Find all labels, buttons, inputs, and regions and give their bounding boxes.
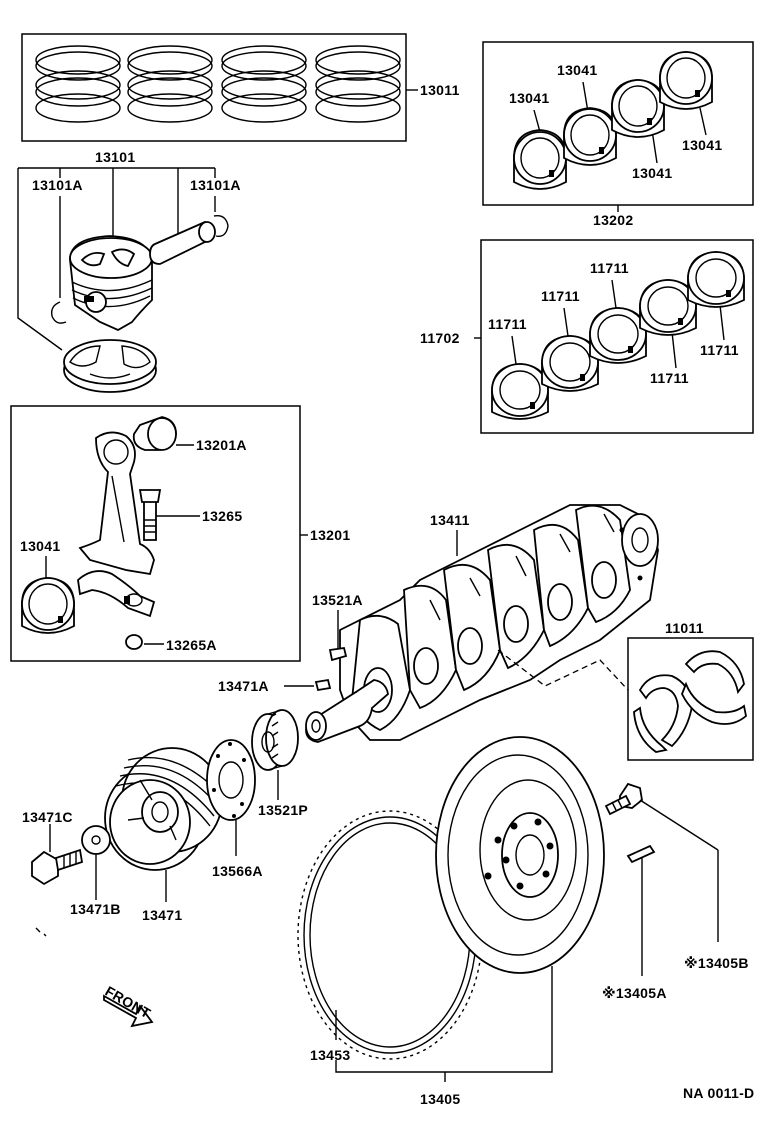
- piston-ring-stack-1: [35, 45, 121, 123]
- label-flywheel-bolt: ※13405B: [684, 955, 749, 971]
- flywheel-bolt: [604, 782, 643, 816]
- label-conn-rod-assy: 13201: [310, 527, 350, 543]
- crankshaft: [305, 504, 659, 743]
- piston-group: 13101 13101A 13101A: [17, 149, 241, 393]
- label-pin-clip-left: 13101A: [32, 177, 83, 193]
- figure-code: NA 0011-D: [683, 1085, 754, 1101]
- crb-shell-2: [563, 107, 617, 166]
- piston-pin: [149, 221, 216, 265]
- thrust-washer-2: [681, 650, 747, 725]
- crank-pulley-group: 13566A 13521P 13471B 13471C 13471: [22, 709, 308, 923]
- conn-rod-bolt: [138, 489, 162, 541]
- label-crankshaft: 13411: [430, 512, 470, 528]
- stray-mark: [35, 927, 47, 937]
- piston-ring-stack-4: [315, 45, 401, 123]
- cb-shell-5: [687, 251, 745, 308]
- pulley-washer: [81, 825, 111, 855]
- piston-ring-set-group: 13011: [21, 33, 460, 142]
- cb-shell-2: [541, 335, 599, 392]
- label-conn-rod-bearing-set: 13202: [593, 212, 633, 228]
- crank-bearing-set-group: 11702 11711 11711 11711 11711 11711: [420, 239, 754, 434]
- label-flywheel-pin: ※13405A: [602, 985, 667, 1001]
- flywheel-pin: [626, 844, 656, 864]
- label-piston-ring-set: 13011: [420, 82, 460, 98]
- pulley-bolt: [31, 848, 84, 886]
- label-bushing: 13201A: [196, 437, 247, 453]
- piston-bottom-view: [63, 339, 157, 393]
- label-cb-3: 11711: [590, 260, 629, 276]
- piston-ring-stack-2: [127, 45, 213, 123]
- thrust-washer-group: 11011: [497, 620, 754, 761]
- crank-key-1: [328, 646, 348, 662]
- cb-shell-1: [491, 363, 549, 420]
- crank-key-2: [314, 678, 332, 692]
- crankshaft-group: 13411: [218, 504, 659, 743]
- crank-pulley: [104, 747, 223, 871]
- label-cb-2: 11711: [541, 288, 580, 304]
- label-crb-4: 13041: [682, 137, 722, 153]
- label-rod-nut: 13265A: [166, 637, 217, 653]
- conn-rod-group: 13201 13201A 13265 13041: [10, 405, 350, 662]
- label-pulley-washer: 13471B: [70, 901, 121, 917]
- label-thrust-washer-set: 11011: [665, 620, 704, 636]
- pin-clip-left: [50, 301, 67, 324]
- label-crank-key-1: 13521A: [312, 592, 363, 608]
- piston: [69, 235, 153, 332]
- crb-shell-1: [513, 129, 567, 190]
- conn-rod-bushing: [132, 416, 177, 451]
- label-crb-2: 13041: [557, 62, 597, 78]
- label-rod-bearing: 13041: [20, 538, 60, 554]
- label-crank-bearing-set: 11702: [420, 330, 460, 346]
- label-piston-sub-assy: 13101: [95, 149, 135, 165]
- crb-shell-4: [659, 51, 713, 110]
- label-pulley-bolt: 13471C: [22, 809, 73, 825]
- label-crb-1: 13041: [509, 90, 549, 106]
- label-crank-pulley: 13471: [142, 907, 182, 923]
- conn-rod-body: [78, 431, 155, 576]
- timing-plate: [206, 739, 256, 821]
- conn-rod-bearing-shell: [21, 577, 75, 634]
- cb-shell-4: [639, 279, 697, 336]
- label-crb-3: 13041: [632, 165, 672, 181]
- label-cb-1: 11711: [488, 316, 527, 332]
- flywheel: [435, 736, 605, 974]
- crb-shell-3: [611, 79, 665, 138]
- flywheel-group: 13453 ※13405B ※13405A: [297, 736, 749, 1107]
- label-ring-gear: 13453: [310, 1047, 350, 1063]
- thrust-washer-1: [633, 674, 693, 753]
- label-crank-key-2: 13471A: [218, 678, 269, 694]
- label-timing-pulley: 13521P: [258, 802, 308, 818]
- label-cb-5: 11711: [700, 342, 739, 358]
- piston-ring-stack-3: [221, 45, 307, 123]
- conn-rod-nut: [125, 634, 143, 650]
- front-direction-arrow: FRONT: [103, 983, 154, 1028]
- pin-clip-right: [213, 215, 229, 237]
- label-rod-bolt: 13265: [202, 508, 242, 524]
- cb-shell-3: [589, 307, 647, 364]
- label-flywheel-assy: 13405: [420, 1091, 460, 1107]
- label-timing-plate: 13566A: [212, 863, 263, 879]
- conn-rod-cap: [77, 570, 156, 618]
- label-cb-4: 11711: [650, 370, 689, 386]
- timing-pulley: [251, 709, 299, 771]
- label-pin-clip-right: 13101A: [190, 177, 241, 193]
- conn-rod-bearing-set-group: 13041 13041 13041 13041: [482, 41, 754, 228]
